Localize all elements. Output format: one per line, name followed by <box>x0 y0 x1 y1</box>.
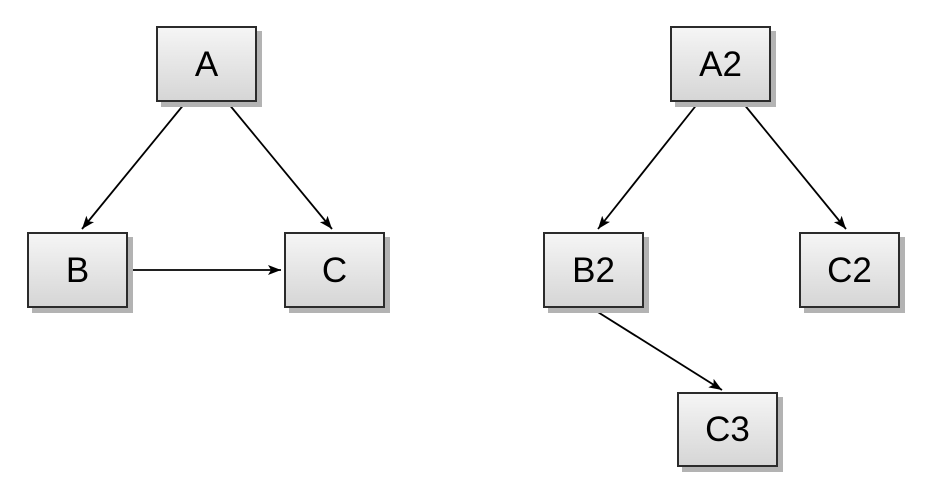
node-B[interactable]: B <box>27 232 128 308</box>
node-C[interactable]: C <box>284 232 385 308</box>
node-label-A: A <box>194 44 219 84</box>
edge-A-to-C <box>227 102 333 230</box>
node-A[interactable]: A <box>156 26 257 102</box>
edge-B2-to-C3 <box>592 308 723 391</box>
node-label-B2: B2 <box>572 250 615 290</box>
node-label-A2: A2 <box>699 44 742 84</box>
edge-A-to-B <box>81 102 186 230</box>
node-B2[interactable]: B2 <box>543 232 644 308</box>
edge-A2-to-B2 <box>597 102 699 230</box>
node-label-C: C <box>321 250 348 290</box>
node-label-C3: C3 <box>705 410 750 449</box>
node-label-C2: C2 <box>827 250 872 290</box>
edge-A2-to-C2 <box>742 102 847 230</box>
node-C3[interactable]: C3 <box>677 392 778 467</box>
node-A2[interactable]: A2 <box>670 26 771 102</box>
node-label-B: B <box>65 250 90 290</box>
node-C2[interactable]: C2 <box>799 232 900 308</box>
